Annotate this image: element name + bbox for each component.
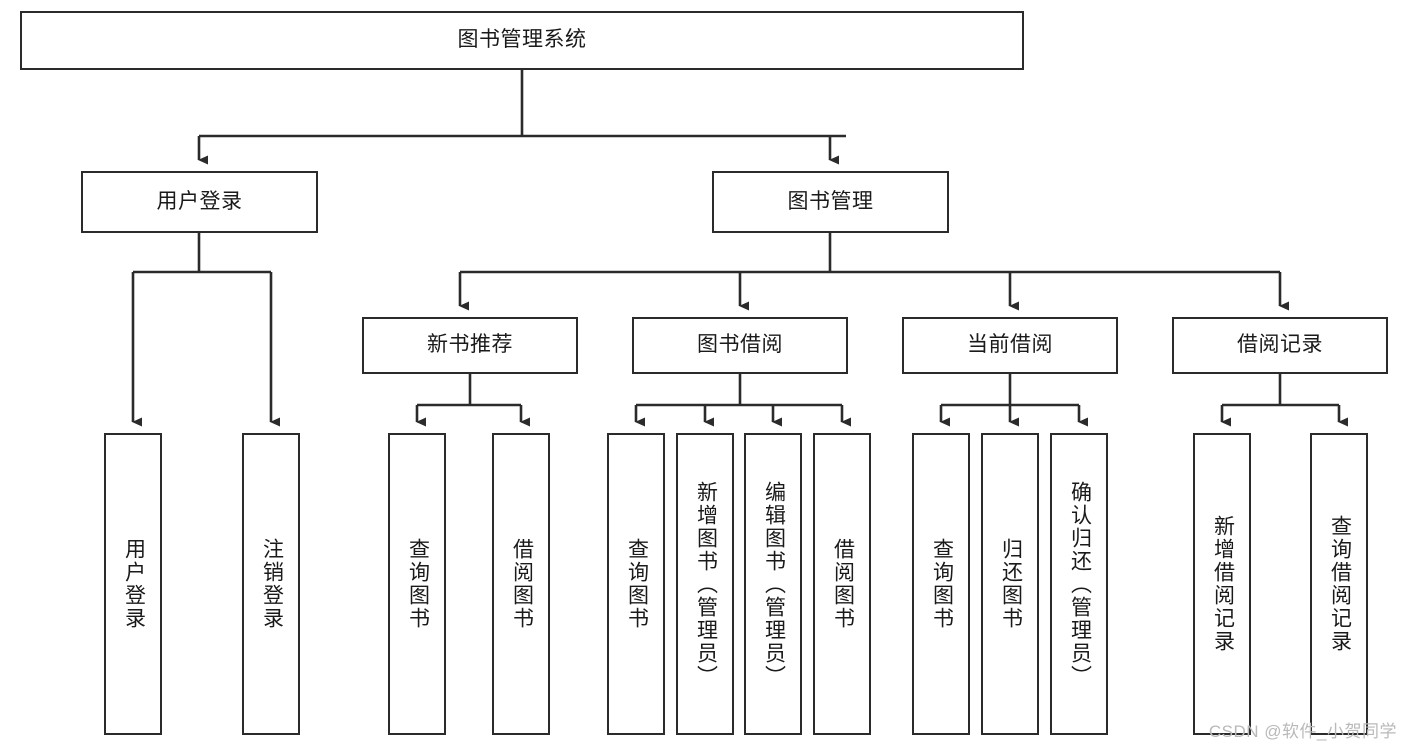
csdn-watermark: CSDN @软件_小贺同学 — [1208, 722, 1397, 741]
node-book-borrow[interactable]: 图书借阅 — [632, 317, 848, 374]
node-label: 当前借阅 — [967, 333, 1053, 357]
node-label: 新增借阅记录 — [1211, 515, 1235, 653]
node-label: 注销登录 — [260, 538, 284, 630]
node-label: 查询图书 — [406, 538, 430, 630]
node-label: 借阅记录 — [1237, 333, 1323, 357]
node-leaf-query-record[interactable]: 查询借阅记录 — [1310, 433, 1368, 735]
node-label: 新增图书（管理员） — [694, 480, 718, 688]
node-label: 新书推荐 — [427, 333, 513, 357]
node-leaf-query-book-3[interactable]: 查询图书 — [912, 433, 970, 735]
node-label: 查询借阅记录 — [1328, 515, 1352, 653]
node-leaf-confirm-return[interactable]: 确认归还（管理员） — [1050, 433, 1108, 735]
node-label: 编辑图书（管理员） — [762, 480, 786, 688]
node-leaf-query-book-1[interactable]: 查询图书 — [388, 433, 446, 735]
node-label: 图书管理 — [787, 189, 874, 213]
node-leaf-user-login[interactable]: 用户登录 — [104, 433, 162, 735]
node-label: 归还图书 — [999, 538, 1023, 630]
node-leaf-logout-login[interactable]: 注销登录 — [242, 433, 300, 735]
node-leaf-edit-book[interactable]: 编辑图书（管理员） — [744, 433, 802, 735]
node-leaf-borrow-book-2[interactable]: 借阅图书 — [813, 433, 871, 735]
node-label: 图书管理系统 — [457, 28, 587, 52]
node-label: 查询图书 — [625, 538, 649, 630]
node-label: 图书借阅 — [697, 333, 783, 357]
node-label: 确认归还（管理员） — [1068, 480, 1092, 688]
node-label: 借阅图书 — [510, 538, 534, 630]
node-label: 用户登录 — [156, 189, 243, 213]
node-new-book-recommend[interactable]: 新书推荐 — [362, 317, 578, 374]
node-leaf-borrow-book-1[interactable]: 借阅图书 — [492, 433, 550, 735]
node-label: 用户登录 — [122, 538, 146, 630]
node-label: 查询图书 — [930, 538, 954, 630]
node-book-manage[interactable]: 图书管理 — [712, 171, 949, 233]
node-current-borrow[interactable]: 当前借阅 — [902, 317, 1118, 374]
node-leaf-add-record[interactable]: 新增借阅记录 — [1193, 433, 1251, 735]
node-leaf-return-book[interactable]: 归还图书 — [981, 433, 1039, 735]
node-borrow-record[interactable]: 借阅记录 — [1172, 317, 1388, 374]
node-root-system[interactable]: 图书管理系统 — [20, 11, 1024, 70]
node-label: 借阅图书 — [831, 538, 855, 630]
node-leaf-query-book-2[interactable]: 查询图书 — [607, 433, 665, 735]
node-leaf-add-book[interactable]: 新增图书（管理员） — [676, 433, 734, 735]
node-user-login[interactable]: 用户登录 — [81, 171, 318, 233]
